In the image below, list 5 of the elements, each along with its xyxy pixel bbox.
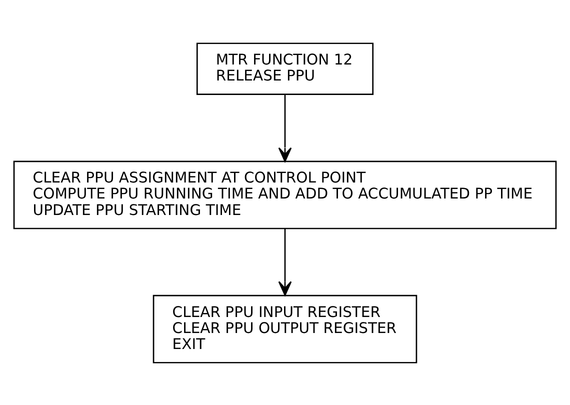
arrow <box>278 94 292 162</box>
node-box: MTR FUNCTION 12 RELEASE PPU <box>196 42 374 94</box>
node-box: CLEAR PPU ASSIGNMENT AT CONTROL POINT COMPUTE PPU RUNNING TIME AND ADD TO ACCUMULATED PP TIME UPDATE PPU STARTING TIME <box>13 160 557 229</box>
arrow <box>278 228 292 296</box>
node-box: CLEAR PPU INPUT REGISTER CLEAR PPU OUTPUT REGISTER EXIT <box>152 294 418 363</box>
